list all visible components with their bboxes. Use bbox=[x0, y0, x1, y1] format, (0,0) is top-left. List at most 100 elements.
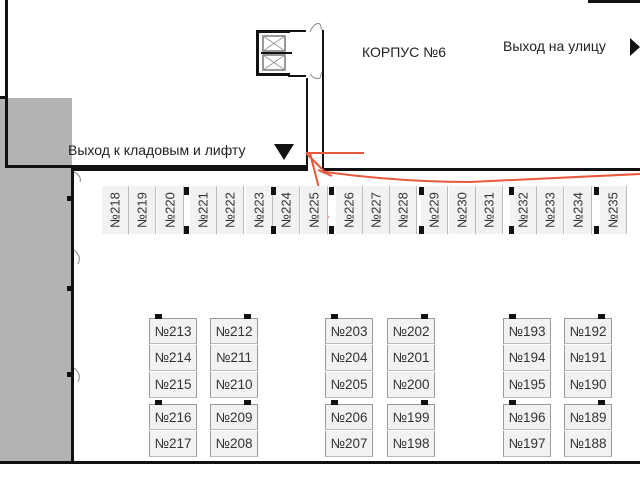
exit-street-label[interactable]: Выход на улицу bbox=[503, 38, 606, 54]
unit-number: №218 bbox=[107, 192, 123, 228]
storage-unit[interactable]: №202 bbox=[387, 318, 435, 344]
storage-unit[interactable]: №222 bbox=[217, 186, 244, 234]
post-marker bbox=[594, 226, 599, 234]
storage-unit[interactable]: №214 bbox=[149, 345, 197, 371]
unit-number: №233 bbox=[542, 192, 558, 228]
storage-unit[interactable]: №197 bbox=[503, 431, 551, 457]
storage-unit[interactable]: №196 bbox=[503, 404, 551, 430]
unit-number: №221 bbox=[195, 192, 211, 228]
unit-number: №219 bbox=[134, 192, 150, 228]
storage-unit[interactable]: №211 bbox=[210, 345, 258, 371]
post-marker bbox=[184, 187, 189, 195]
wall-lower-top-right bbox=[322, 168, 640, 171]
storage-unit[interactable]: №220 bbox=[157, 186, 184, 234]
building-title: КОРПУС №6 bbox=[362, 44, 446, 60]
side-door-icons bbox=[73, 171, 81, 383]
unit-number: №227 bbox=[368, 192, 384, 228]
post-marker bbox=[419, 226, 424, 234]
storage-unit[interactable]: №199 bbox=[387, 404, 435, 430]
wall-top-right-box-side bbox=[588, 0, 590, 3]
wall-marker bbox=[67, 196, 74, 201]
storage-unit[interactable]: №230 bbox=[449, 186, 476, 234]
unit-number: №232 bbox=[515, 192, 531, 228]
door-marker bbox=[155, 400, 162, 405]
post-marker bbox=[509, 226, 514, 234]
storage-unit[interactable]: №194 bbox=[503, 345, 551, 371]
storage-unit[interactable]: №206 bbox=[325, 404, 373, 430]
wall-left-upper bbox=[5, 0, 8, 168]
corridor-wall-right bbox=[322, 30, 324, 168]
storage-unit[interactable]: №190 bbox=[564, 372, 612, 398]
unit-number: №235 bbox=[605, 192, 621, 228]
unit-number: №225 bbox=[306, 192, 322, 228]
storage-unit[interactable]: №226 bbox=[336, 186, 363, 234]
door-marker bbox=[331, 400, 338, 405]
unit-number: №226 bbox=[341, 192, 357, 228]
door-marker bbox=[155, 314, 162, 319]
storage-unit[interactable]: №229 bbox=[421, 186, 448, 234]
storage-unit[interactable]: №209 bbox=[210, 404, 258, 430]
storage-unit[interactable]: №201 bbox=[387, 345, 435, 371]
wall-marker bbox=[67, 372, 74, 377]
storage-unit[interactable]: №221 bbox=[190, 186, 217, 234]
storage-unit[interactable]: №217 bbox=[149, 431, 197, 457]
unit-number: №231 bbox=[481, 192, 497, 228]
storage-unit[interactable]: №233 bbox=[537, 186, 564, 234]
storage-unit[interactable]: №192 bbox=[564, 318, 612, 344]
storage-unit[interactable]: №228 bbox=[390, 186, 417, 234]
unit-number: №220 bbox=[162, 192, 178, 228]
door-marker bbox=[509, 314, 516, 319]
door-marker bbox=[421, 314, 428, 319]
storage-unit[interactable]: №219 bbox=[129, 186, 156, 234]
storage-unit[interactable]: №215 bbox=[149, 372, 197, 398]
storage-unit[interactable]: №232 bbox=[510, 186, 537, 234]
exit-right-arrow-icon bbox=[630, 38, 640, 56]
storage-unit[interactable]: №234 bbox=[565, 186, 592, 234]
exit-storage-label[interactable]: Выход к кладовым и лифту bbox=[68, 142, 246, 158]
post-marker bbox=[329, 226, 334, 234]
storage-unit[interactable]: №224 bbox=[273, 186, 300, 234]
post-marker bbox=[271, 187, 276, 195]
storage-unit[interactable]: №203 bbox=[325, 318, 373, 344]
storage-unit[interactable]: №207 bbox=[325, 431, 373, 457]
unit-number: №229 bbox=[426, 192, 442, 228]
lift-icon bbox=[261, 35, 292, 71]
storage-unit[interactable]: №204 bbox=[325, 345, 373, 371]
storage-unit[interactable]: №213 bbox=[149, 318, 197, 344]
storage-unit[interactable]: №227 bbox=[363, 186, 390, 234]
door-marker bbox=[244, 400, 251, 405]
storage-unit[interactable]: №231 bbox=[476, 186, 503, 234]
storage-unit[interactable]: №205 bbox=[325, 372, 373, 398]
storage-unit[interactable]: №223 bbox=[246, 186, 273, 234]
storage-unit[interactable]: №216 bbox=[149, 404, 197, 430]
post-marker bbox=[271, 226, 276, 234]
post-marker bbox=[509, 187, 514, 195]
storage-unit[interactable]: №225 bbox=[301, 186, 328, 234]
door-marker bbox=[509, 400, 516, 405]
post-marker bbox=[419, 187, 424, 195]
unit-number: №222 bbox=[222, 192, 238, 228]
wall-bottom bbox=[0, 461, 640, 464]
storage-unit[interactable]: №208 bbox=[210, 431, 258, 457]
storage-unit[interactable]: №189 bbox=[564, 404, 612, 430]
post-marker bbox=[329, 187, 334, 195]
unit-number: №223 bbox=[251, 192, 267, 228]
storage-unit[interactable]: №193 bbox=[503, 318, 551, 344]
wall-top-right-box bbox=[588, 0, 640, 3]
storage-unit[interactable]: №218 bbox=[102, 186, 129, 234]
storage-zone bbox=[0, 98, 72, 462]
unit-number: №228 bbox=[395, 192, 411, 228]
storage-unit[interactable]: №198 bbox=[387, 431, 435, 457]
unit-number: №230 bbox=[454, 192, 470, 228]
storage-unit[interactable]: №200 bbox=[387, 372, 435, 398]
storage-unit[interactable]: №188 bbox=[564, 431, 612, 457]
storage-unit[interactable]: №191 bbox=[564, 345, 612, 371]
storage-unit[interactable]: №235 bbox=[600, 186, 627, 234]
door-marker bbox=[598, 400, 605, 405]
lift-wall-bottom bbox=[288, 75, 306, 77]
storage-unit[interactable]: №210 bbox=[210, 372, 258, 398]
storage-unit[interactable]: №195 bbox=[503, 372, 551, 398]
wall-lower-left bbox=[71, 168, 74, 462]
storage-unit[interactable]: №212 bbox=[210, 318, 258, 344]
lift-wall-top bbox=[288, 30, 306, 32]
